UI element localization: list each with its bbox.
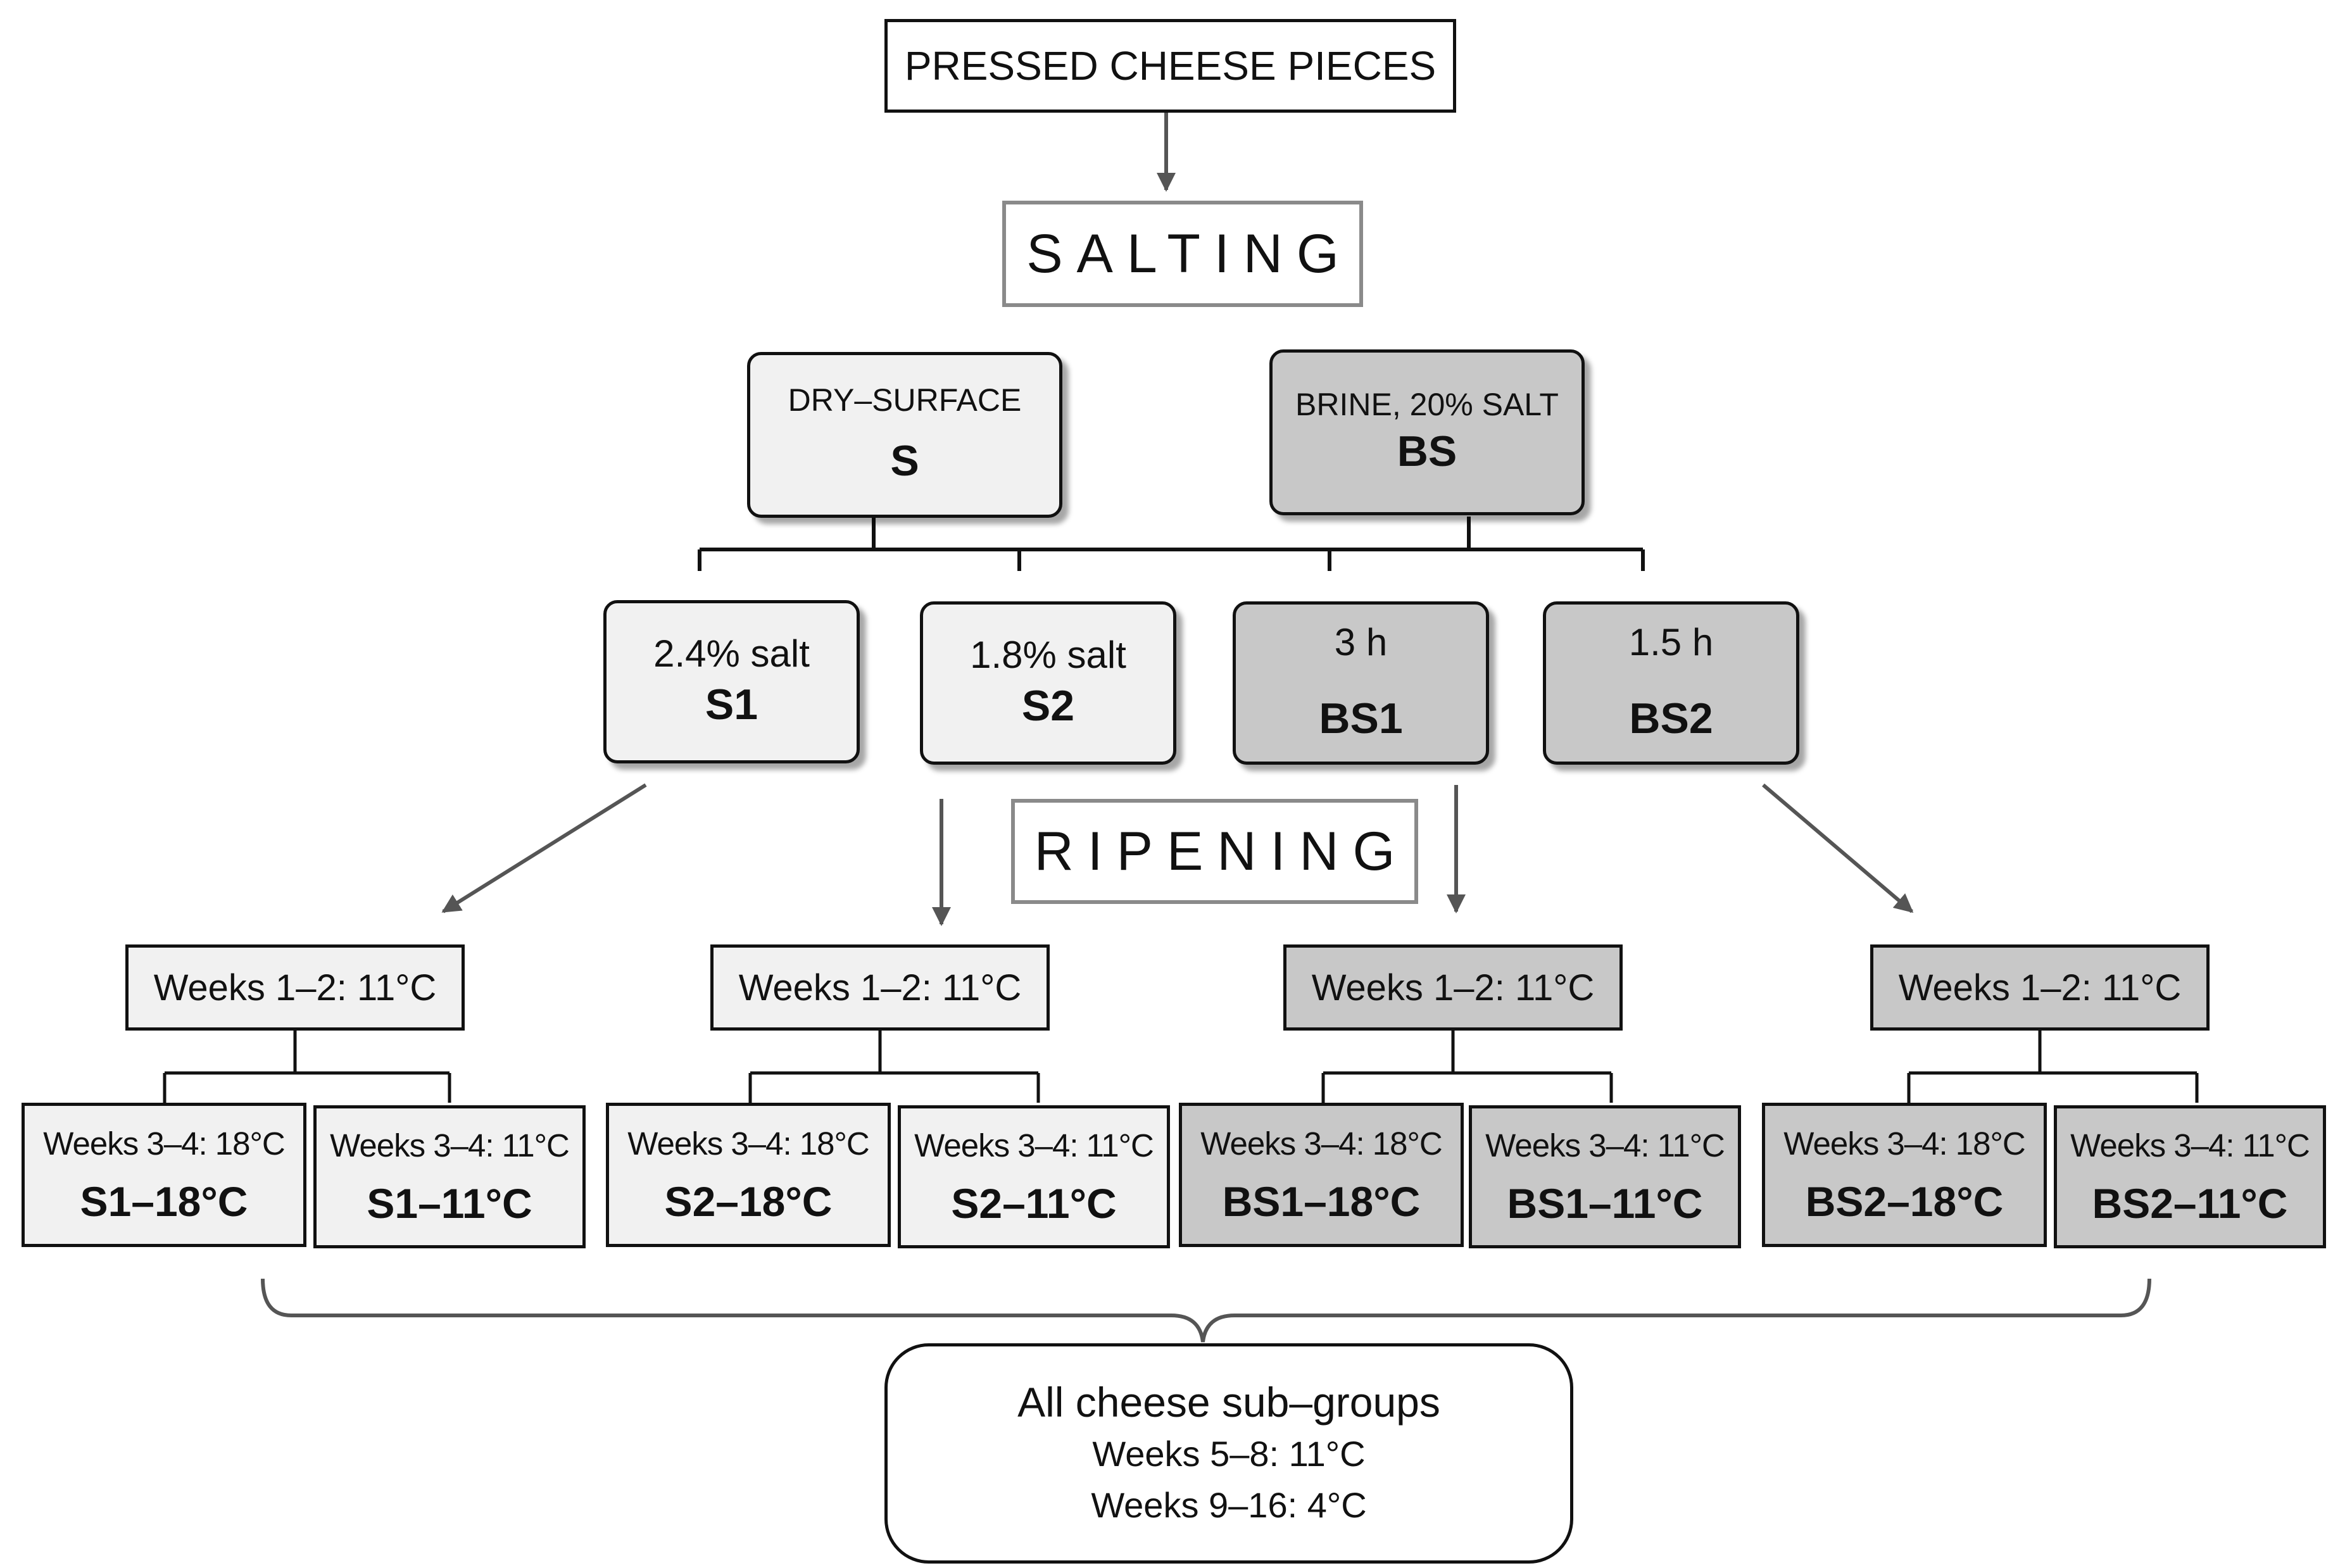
final-line-2: Weeks 9–16: 4°C bbox=[1091, 1485, 1367, 1526]
subgroup-box: Weeks 3–4: 18°C BS2–18°C bbox=[1762, 1103, 2047, 1247]
group-s2-box: 1.8% salt S2 bbox=[920, 601, 1176, 765]
subgroup-code: S1–11°C bbox=[367, 1179, 532, 1227]
group-caption: 2.4% salt bbox=[653, 632, 810, 675]
weeks12-label: Weeks 1–2: 11°C bbox=[1311, 967, 1595, 1008]
ripening-label: RIPENING bbox=[1034, 820, 1409, 882]
arrow-s1 bbox=[441, 783, 647, 913]
subgroup-weeks: Weeks 3–4: 11°C bbox=[330, 1127, 570, 1163]
weeks12-s2-box: Weeks 1–2: 11°C bbox=[710, 944, 1050, 1031]
subgroup-code: BS2–11°C bbox=[2092, 1179, 2288, 1227]
bracket-methods bbox=[698, 517, 1645, 571]
subgroup-weeks: Weeks 3–4: 18°C bbox=[1200, 1125, 1442, 1162]
subgroup-box: Weeks 3–4: 18°C S1–18°C bbox=[22, 1103, 306, 1247]
bracket-subgroups bbox=[163, 1031, 2199, 1103]
curly-brace bbox=[261, 1278, 2151, 1343]
weeks12-bs2-box: Weeks 1–2: 11°C bbox=[1870, 944, 2210, 1031]
method-dry-surface-box: DRY–SURFACE S bbox=[747, 352, 1062, 518]
ripening-box: RIPENING bbox=[1011, 799, 1418, 904]
subgroup-code: BS2–18°C bbox=[1805, 1177, 2004, 1225]
subgroup-code: BS1–18°C bbox=[1222, 1177, 1421, 1225]
group-caption: 1.8% salt bbox=[970, 633, 1126, 676]
subgroup-box: Weeks 3–4: 11°C BS2–11°C bbox=[2054, 1105, 2326, 1248]
group-code: BS1 bbox=[1319, 694, 1403, 743]
method-brine-box: BRINE, 20% SALT BS bbox=[1269, 349, 1585, 515]
group-caption: 1.5 h bbox=[1628, 620, 1714, 663]
subgroup-weeks: Weeks 3–4: 18°C bbox=[627, 1125, 869, 1162]
method-caption: BRINE, 20% SALT bbox=[1295, 386, 1559, 422]
subgroup-weeks: Weeks 3–4: 11°C bbox=[914, 1127, 1154, 1163]
weeks12-bs1-box: Weeks 1–2: 11°C bbox=[1283, 944, 1623, 1031]
weeks12-s1-box: Weeks 1–2: 11°C bbox=[125, 944, 465, 1031]
arrow-bs2 bbox=[1762, 783, 1914, 913]
subgroup-weeks: Weeks 3–4: 18°C bbox=[1783, 1125, 2025, 1162]
group-caption: 3 h bbox=[1334, 620, 1388, 663]
final-title: All cheese sub–groups bbox=[1017, 1378, 1440, 1426]
subgroup-box: Weeks 3–4: 18°C BS1–18°C bbox=[1179, 1103, 1464, 1247]
weeks12-label: Weeks 1–2: 11°C bbox=[738, 967, 1022, 1008]
group-code: S2 bbox=[1021, 681, 1075, 730]
weeks12-label: Weeks 1–2: 11°C bbox=[153, 967, 437, 1008]
group-bs1-box: 3 h BS1 bbox=[1233, 601, 1489, 765]
group-code: BS2 bbox=[1629, 694, 1713, 743]
salting-label: SALTING bbox=[1026, 223, 1353, 284]
pressed-cheese-box: PRESSED CHEESE PIECES bbox=[884, 19, 1456, 113]
group-bs2-box: 1.5 h BS2 bbox=[1543, 601, 1799, 765]
method-code: S bbox=[890, 436, 919, 485]
group-code: S1 bbox=[705, 680, 758, 729]
subgroup-code: BS1–11°C bbox=[1507, 1179, 1703, 1227]
salting-box: SALTING bbox=[1002, 201, 1363, 307]
final-box: All cheese sub–groups Weeks 5–8: 11°C We… bbox=[884, 1343, 1573, 1564]
method-code: BS bbox=[1397, 427, 1457, 475]
subgroup-box: Weeks 3–4: 18°C S2–18°C bbox=[606, 1103, 891, 1247]
subgroup-code: S2–18°C bbox=[664, 1177, 833, 1225]
pressed-cheese-label: PRESSED CHEESE PIECES bbox=[904, 43, 1437, 89]
subgroup-box: Weeks 3–4: 11°C S1–11°C bbox=[313, 1105, 586, 1248]
subgroup-box: Weeks 3–4: 11°C BS1–11°C bbox=[1469, 1105, 1741, 1248]
subgroup-code: S2–11°C bbox=[951, 1179, 1117, 1227]
subgroup-weeks: Weeks 3–4: 18°C bbox=[43, 1125, 285, 1162]
weeks12-label: Weeks 1–2: 11°C bbox=[1898, 967, 2182, 1008]
group-s1-box: 2.4% salt S1 bbox=[603, 600, 860, 763]
subgroup-box: Weeks 3–4: 11°C S2–11°C bbox=[898, 1105, 1170, 1248]
subgroup-weeks: Weeks 3–4: 11°C bbox=[1485, 1127, 1725, 1163]
method-caption: DRY–SURFACE bbox=[788, 382, 1022, 418]
subgroup-code: S1–18°C bbox=[80, 1177, 248, 1225]
final-line-1: Weeks 5–8: 11°C bbox=[1092, 1434, 1366, 1474]
subgroup-weeks: Weeks 3–4: 11°C bbox=[2070, 1127, 2310, 1163]
